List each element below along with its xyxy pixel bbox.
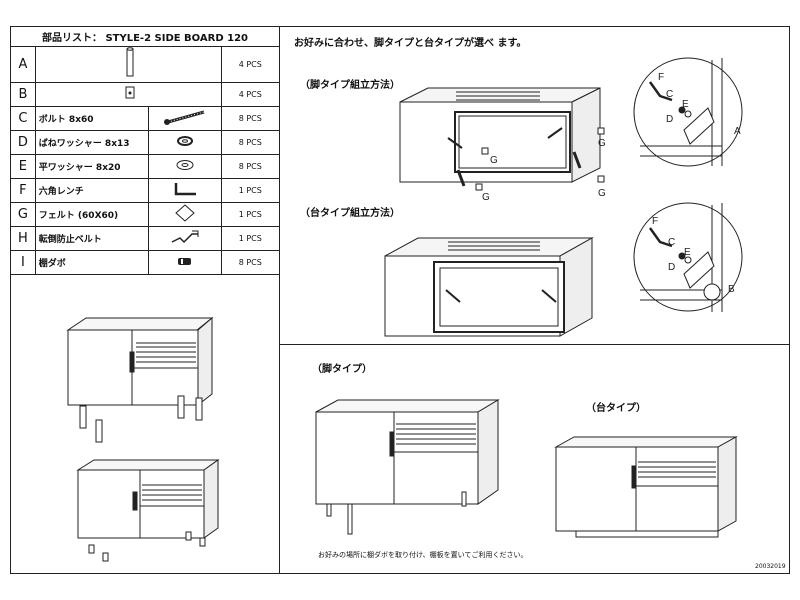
leg-type-label: （脚タイプ） xyxy=(312,364,372,375)
base-type-cabinet-illustration xyxy=(554,436,738,538)
part-name: ボルト 8x60 xyxy=(34,106,149,131)
section-divider xyxy=(279,344,790,345)
sheet-border xyxy=(10,26,790,574)
callout-d: D xyxy=(666,114,673,125)
callout-g-3: G xyxy=(598,188,606,199)
hex-wrench-icon xyxy=(174,183,196,196)
part-qty: 1 PCS xyxy=(220,226,281,251)
felt-pad-icon xyxy=(174,204,195,222)
part-a-picture xyxy=(34,46,222,83)
base-assembly-label: （台タイプ組立方法） xyxy=(300,208,400,219)
part-name: 転倒防止ベルト xyxy=(34,226,149,251)
shelf-pin-picture xyxy=(147,250,222,275)
table-row: H 転倒防止ベルト 1 PCS xyxy=(10,226,281,251)
callout-f: F xyxy=(658,72,664,83)
base-foot-b-icon xyxy=(125,86,135,99)
table-row: C ボルト 8x60 8 PCS xyxy=(10,106,281,131)
part-qty: 8 PCS xyxy=(220,130,281,155)
part-name: 六角レンチ xyxy=(34,178,149,203)
callout-a: A xyxy=(734,126,741,137)
leg-assembly-label: （脚タイプ組立方法） xyxy=(300,80,400,91)
table-row: A 4 PCS xyxy=(10,46,281,83)
leg-type-cabinet-illustration xyxy=(315,399,500,535)
part-name: ばねワッシャー 8x13 xyxy=(34,130,149,155)
leg-a-icon xyxy=(126,47,134,77)
part-letter: G xyxy=(10,202,36,227)
callout-e: E xyxy=(682,99,689,110)
callout-c: C xyxy=(666,89,673,100)
callout-d: D xyxy=(668,262,675,273)
document-code: 20032019 xyxy=(755,563,786,570)
callout-b: B xyxy=(728,284,735,295)
part-qty: 4 PCS xyxy=(220,46,281,83)
left-base-cabinet-illustration xyxy=(76,459,220,562)
callout-e: E xyxy=(684,247,691,258)
base-assembly-illustration xyxy=(384,237,594,337)
shelf-pin-note: お好みの場所に棚ダボを取り付け、棚板を置いてご利用ください。 xyxy=(318,551,528,559)
flat-washer-icon xyxy=(176,160,194,170)
leg-detail-illustration: F C E D A xyxy=(633,57,743,167)
part-letter: I xyxy=(10,250,36,275)
callout-g-2: G xyxy=(598,138,606,149)
base-detail-illustration: F C E D B xyxy=(633,202,743,312)
callout-c: C xyxy=(668,237,675,248)
table-row: F 六角レンチ 1 PCS xyxy=(10,178,281,203)
part-qty: 8 PCS xyxy=(220,106,281,131)
part-qty: 4 PCS xyxy=(220,82,281,107)
part-qty: 8 PCS xyxy=(220,250,281,275)
part-letter: H xyxy=(10,226,36,251)
table-row: I 棚ダボ 8 PCS xyxy=(10,250,281,275)
callout-f: F xyxy=(652,216,658,227)
shelf-pin-icon xyxy=(177,258,191,265)
spring-washer-icon xyxy=(176,136,193,146)
column-divider xyxy=(279,26,280,574)
part-name: 棚ダボ xyxy=(34,250,149,275)
part-letter: F xyxy=(10,178,36,203)
parts-table: 部品リスト： STYLE-2 SIDE BOARD 120 A 4 PCS B … xyxy=(10,26,281,275)
callout-g-4: G xyxy=(482,192,490,203)
instructions-heading: お好みに合わせ、脚タイプと台タイプが選べ ます。 xyxy=(294,38,527,49)
leg-assembly-illustration: G G G G xyxy=(399,87,606,203)
left-leg-cabinet-illustration xyxy=(66,316,214,443)
anti-tip-belt-icon xyxy=(171,230,199,244)
base-type-label: （台タイプ） xyxy=(586,403,646,414)
table-row: E 平ワッシャー 8x20 8 PCS xyxy=(10,154,281,179)
callout-g-1: G xyxy=(490,155,498,166)
bolt-icon xyxy=(163,110,205,125)
